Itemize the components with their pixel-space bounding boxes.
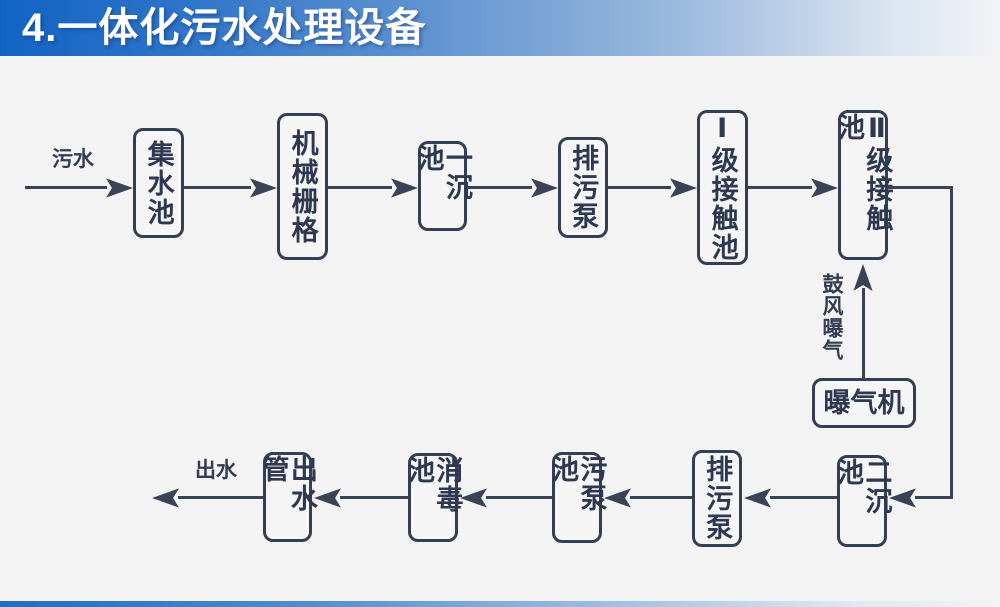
arrowhead-left-icon bbox=[744, 488, 771, 508]
node-sewage-pump-top: 排污泵 bbox=[558, 137, 608, 238]
node-mechanical-grid: 机械栅格 bbox=[277, 113, 328, 260]
arrow-line-3 bbox=[467, 186, 532, 189]
node-sludge-pump-tank: 污泵池 bbox=[548, 452, 606, 543]
arrow-line-inflow bbox=[25, 186, 107, 189]
arrowhead-left-icon bbox=[152, 488, 179, 508]
arrow-line-aeration bbox=[862, 288, 865, 378]
arrow-line-1 bbox=[184, 186, 251, 189]
outflow-label: 出水 bbox=[195, 459, 237, 482]
arrow-line-outflow bbox=[178, 496, 263, 499]
node-contact-tank-1: Ⅰ级接触池 bbox=[697, 110, 748, 265]
arrowhead-left-icon bbox=[889, 488, 916, 508]
node-contact-tank-2: Ⅱ级接触池 bbox=[834, 110, 892, 260]
arrow-line-8 bbox=[486, 496, 552, 499]
bottom-accent-bar bbox=[0, 601, 1000, 607]
arrow-line-6 bbox=[770, 496, 837, 499]
page-title: 4.一体化污水处理设备 bbox=[22, 6, 427, 50]
arrowhead-left-icon bbox=[314, 488, 341, 508]
arrowhead-right-icon bbox=[531, 178, 558, 198]
aeration-label: 鼓风曝气 bbox=[820, 273, 843, 361]
node-secondary-sedimentation-tank: 二沉池 bbox=[833, 455, 891, 547]
arrow-line-7 bbox=[630, 496, 692, 499]
arrow-line-5 bbox=[748, 186, 812, 189]
arrow-line-2 bbox=[328, 186, 392, 189]
node-aerator: 曝气机 bbox=[812, 378, 916, 428]
node-disinfection-tank: 消毒池 bbox=[404, 453, 462, 542]
node-outlet-pipe: 出水管 bbox=[259, 452, 317, 542]
title-bar: 4.一体化污水处理设备 bbox=[0, 0, 1000, 56]
inflow-label: 污水 bbox=[52, 148, 94, 171]
arrow-line-9 bbox=[340, 496, 408, 499]
node-primary-sedimentation-tank: 一沉池 bbox=[414, 141, 472, 231]
arrowhead-left-icon bbox=[460, 488, 487, 508]
connector-elbow-bottom bbox=[915, 496, 953, 499]
node-sewage-pump-bottom: 排污泵 bbox=[692, 450, 742, 547]
connector-elbow-top bbox=[888, 186, 953, 189]
connector-elbow-vertical bbox=[950, 186, 953, 499]
arrowhead-up-icon bbox=[853, 264, 873, 291]
arrow-line-4 bbox=[608, 186, 671, 189]
arrowhead-right-icon bbox=[106, 178, 133, 198]
node-collect-tank: 集水池 bbox=[133, 128, 184, 238]
arrowhead-left-icon bbox=[604, 488, 631, 508]
arrowhead-right-icon bbox=[250, 178, 277, 198]
arrowhead-right-icon bbox=[670, 178, 697, 198]
